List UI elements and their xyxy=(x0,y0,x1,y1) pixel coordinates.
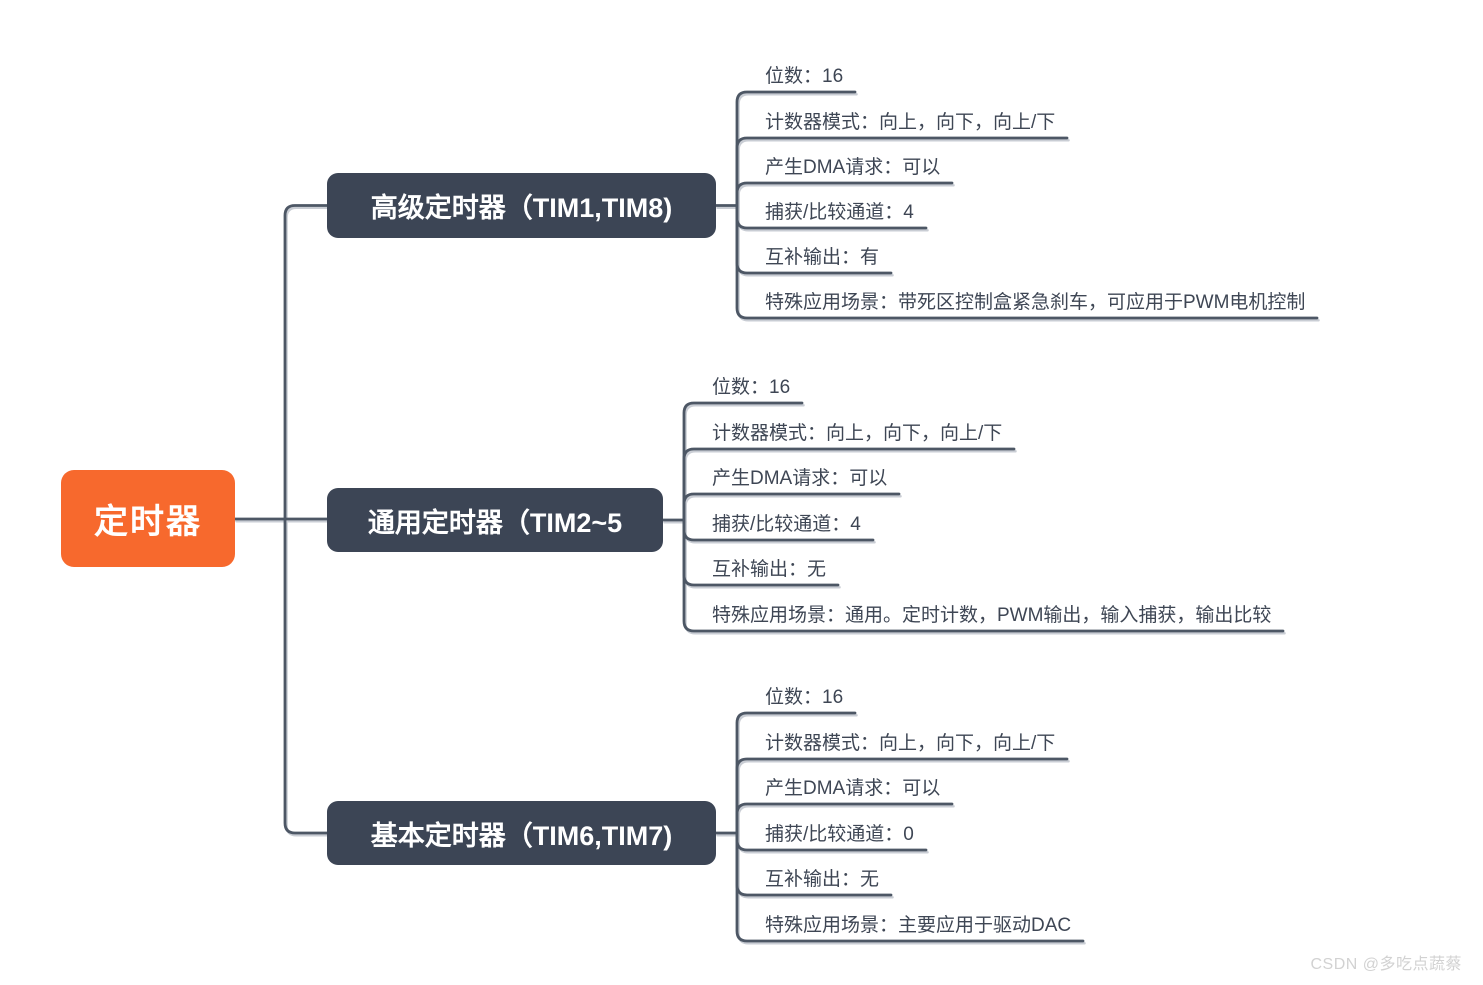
branch-node-general-timer[interactable]: 通用定时器（TIM2~5 xyxy=(327,488,663,552)
leaf-node[interactable]: 位数：16 xyxy=(712,377,791,398)
watermark: CSDN @多吃点蔬蔡 xyxy=(1310,956,1462,973)
branch-node-label: 基本定时器（TIM6,TIM7) xyxy=(370,820,673,851)
leaf-node[interactable]: 捕获/比较通道：4 xyxy=(712,514,861,535)
leaf-node[interactable]: 互补输出：有 xyxy=(765,247,880,268)
leaf-node[interactable]: 特殊应用场景：通用。定时计数，PWM输出，输入捕获，输出比较 xyxy=(712,605,1272,626)
leaf-node[interactable]: 产生DMA请求：可以 xyxy=(712,468,888,489)
leaf-node[interactable]: 计数器模式：向上，向下，向上/下 xyxy=(712,423,1003,444)
leaf-node[interactable]: 捕获/比较通道：0 xyxy=(765,824,914,845)
root-node-label: 定时器 xyxy=(94,503,202,541)
leaf-node[interactable]: 特殊应用场景：主要应用于驱动DAC xyxy=(765,915,1072,936)
leaf-node[interactable]: 产生DMA请求：可以 xyxy=(765,778,941,799)
leaf-node[interactable]: 计数器模式：向上，向下，向上/下 xyxy=(765,112,1056,133)
branch-node-label: 通用定时器（TIM2~5 xyxy=(367,507,623,538)
leaf-node[interactable]: 计数器模式：向上，向下，向上/下 xyxy=(765,733,1056,754)
leaf-node[interactable]: 特殊应用场景：带死区控制盒紧急刹车，可应用于PWM电机控制 xyxy=(765,292,1306,313)
leaf-node[interactable]: 位数：16 xyxy=(765,687,844,708)
root-node-timer[interactable]: 定时器 xyxy=(61,470,235,567)
branch-node-basic-timer[interactable]: 基本定时器（TIM6,TIM7) xyxy=(327,801,716,865)
leaf-node[interactable]: 互补输出：无 xyxy=(712,559,827,580)
branch-node-label: 高级定时器（TIM1,TIM8) xyxy=(370,193,673,223)
leaf-node[interactable]: 捕获/比较通道：4 xyxy=(765,202,914,223)
leaf-node[interactable]: 互补输出：无 xyxy=(765,869,880,890)
leaf-node[interactable]: 位数：16 xyxy=(765,66,844,87)
branch-node-advanced-timer[interactable]: 高级定时器（TIM1,TIM8) xyxy=(327,173,716,238)
leaf-node[interactable]: 产生DMA请求：可以 xyxy=(765,157,941,178)
